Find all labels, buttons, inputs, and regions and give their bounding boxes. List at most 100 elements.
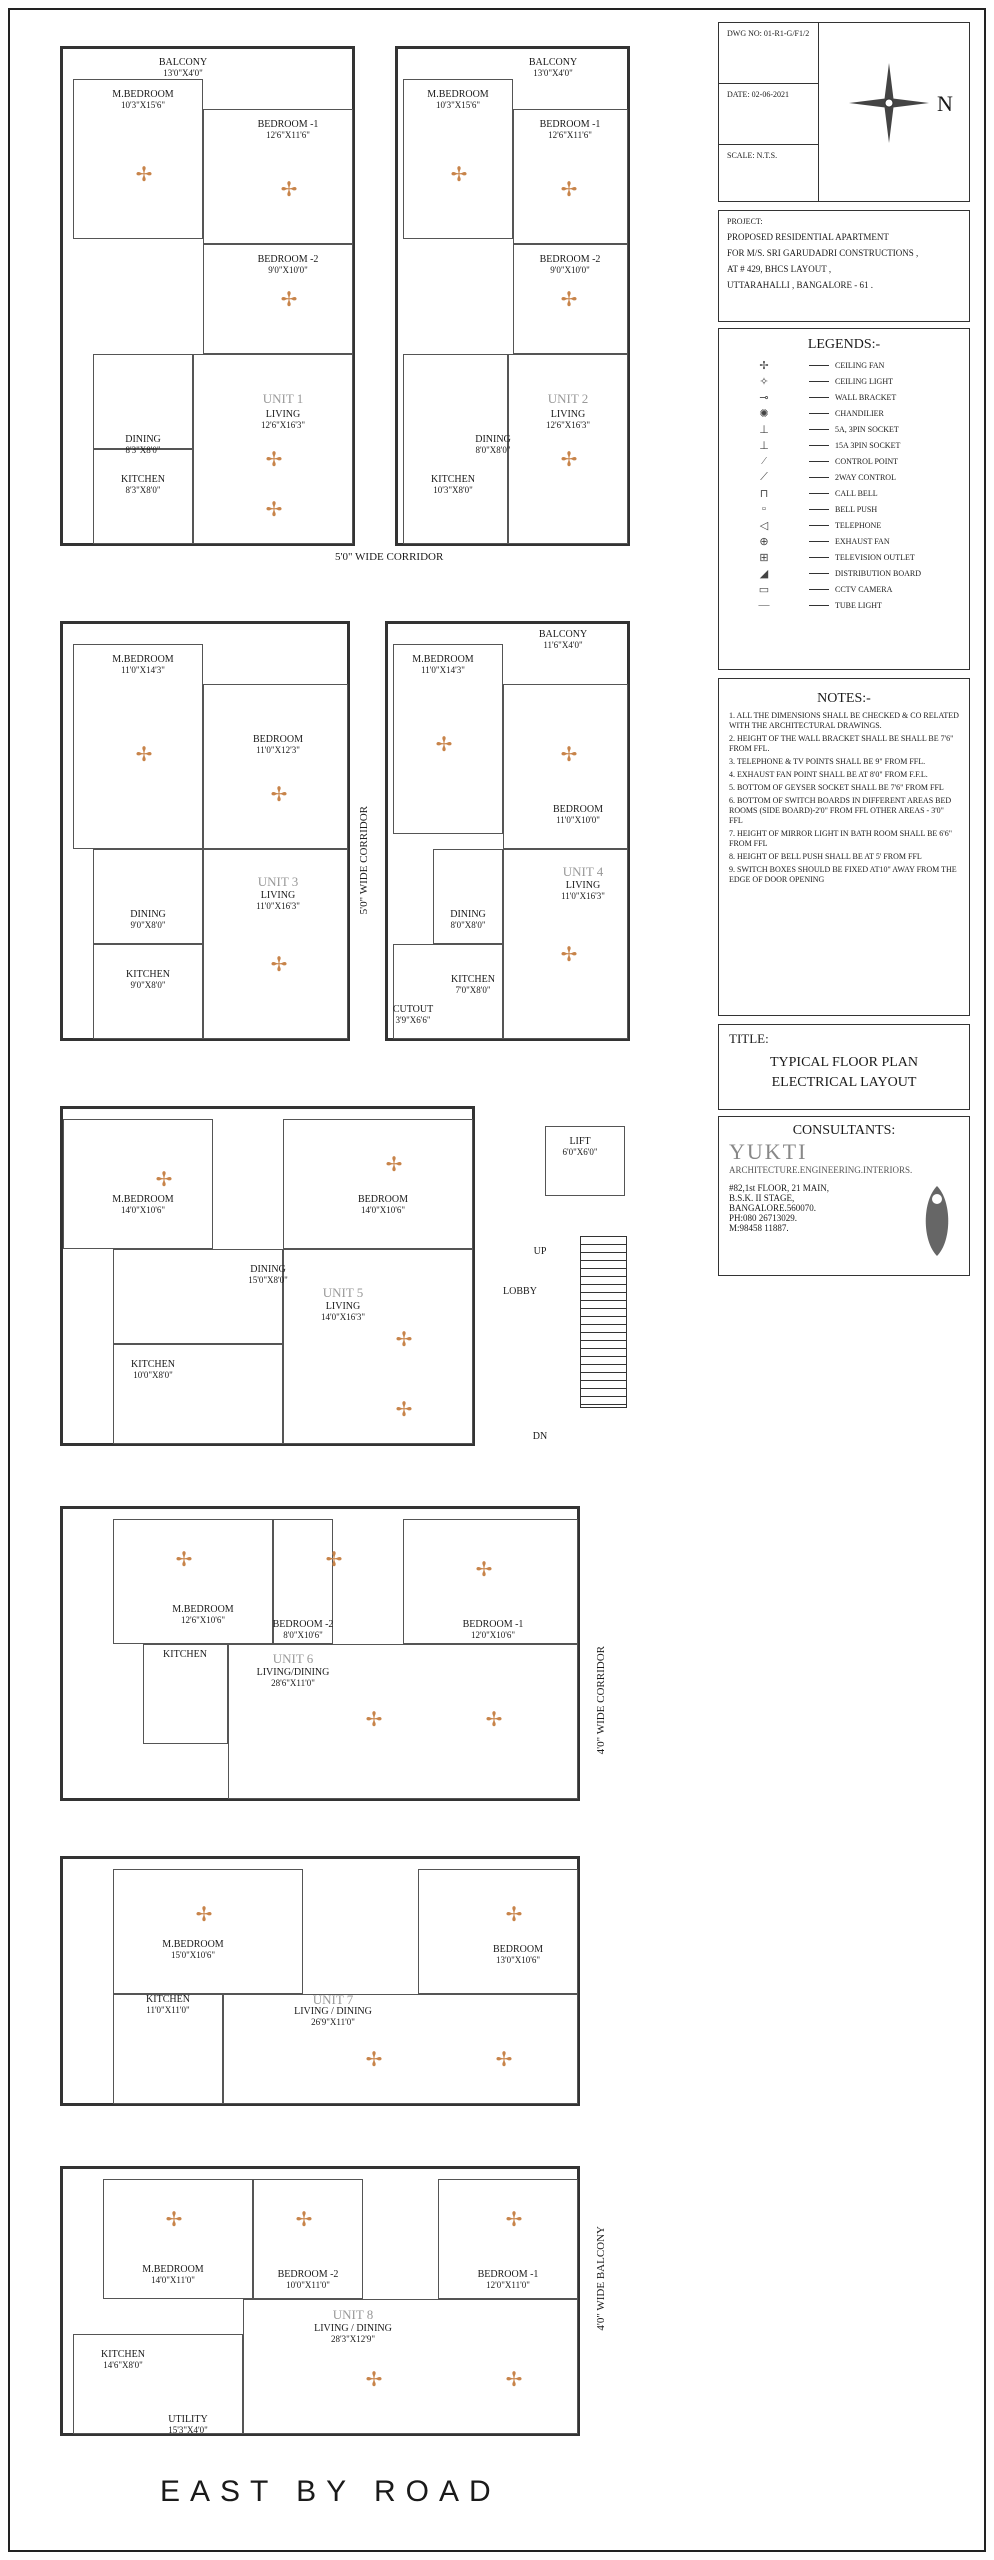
room (513, 109, 628, 244)
legend-leader-line (809, 364, 829, 366)
ceiling-fan-icon: ✢ (495, 2049, 513, 2071)
ceiling-fan-icon: ✢ (325, 1549, 343, 1571)
room (403, 79, 513, 239)
room (513, 244, 628, 354)
note-item: 9. SWITCH BOXES SHOULD BE FIXED AT10" AW… (729, 865, 957, 884)
room (73, 2334, 243, 2434)
room (403, 1519, 578, 1644)
legend-symbol-icon: ⁄ (763, 455, 765, 467)
legend-label: CONTROL POINT (835, 456, 899, 466)
project-line: UTTARAHALLI , BANGALORE - 61 . (727, 280, 874, 290)
room (503, 849, 628, 1039)
legend-symbol-icon: ▭ (758, 583, 770, 596)
address-line: BANGALORE.560070. (729, 1203, 816, 1213)
room (283, 1249, 473, 1444)
room (143, 1644, 228, 1744)
notes-list: 1. ALL THE DIMENSIONS SHALL BE CHECKED &… (729, 711, 959, 885)
legend-label: CEILING LIGHT (835, 376, 893, 386)
note-item: 7. HEIGHT OF MIRROR LIGHT IN BATH ROOM S… (729, 829, 953, 848)
legend-item: ◁TELEPHONE (719, 517, 969, 533)
room (223, 1994, 578, 2104)
legend-leader-line (809, 524, 829, 526)
legend-item: ▭CCTV CAMERA (719, 581, 969, 597)
firm-logo-icon (925, 1186, 949, 1256)
room (203, 684, 348, 849)
legend-symbol-icon: ⊥ (759, 439, 769, 452)
ceiling-fan-icon: ✢ (270, 784, 288, 806)
ceiling-fan-icon: ✢ (560, 179, 578, 201)
legend-item: ✺CHANDILIER (719, 405, 969, 421)
legend-label: 5A, 3PIN SOCKET (835, 424, 899, 434)
phone: PH:080 26713029. (729, 1213, 798, 1223)
unit-label: UNIT 7 (312, 1992, 354, 2007)
room (253, 2179, 363, 2299)
legend-leader-line (809, 556, 829, 558)
room (113, 1869, 303, 1994)
drawing-info-block: DWG NO: 01-R1-G/F1/2 DATE: 02-06-2021 SC… (718, 22, 970, 202)
compass-icon (849, 63, 929, 143)
address-line: B.S.K. II STAGE, (729, 1193, 795, 1203)
room (113, 1994, 223, 2104)
note-item: 2. HEIGHT OF THE WALL BRACKET SHALL BE S… (729, 734, 954, 753)
project-label: PROJECT: (727, 217, 763, 226)
room (393, 944, 503, 1039)
unit-label: UNIT 5 (322, 1285, 364, 1300)
ceiling-fan-icon: ✢ (475, 1559, 493, 1581)
firm-tagline: ARCHITECTURE.ENGINEERING.INTERIORS. (729, 1165, 913, 1175)
legend-item: ⊥15A 3PIN SOCKET (719, 437, 969, 453)
ceiling-fan-icon: ✢ (485, 1709, 503, 1731)
legend-symbol-icon: ⊓ (759, 487, 769, 500)
project-line: FOR M/S. SRI GARUDADRI CONSTRUCTIONS , (727, 248, 919, 258)
legend-symbol-icon: ✧ (759, 375, 769, 388)
project-line: PROPOSED RESIDENTIAL APARTMENT (727, 232, 889, 242)
ceiling-fan-icon: ✢ (505, 1904, 523, 1926)
room (433, 849, 503, 944)
ceiling-fan-icon: ✢ (385, 1154, 403, 1176)
legend-item: ⊸WALL BRACKET (719, 389, 969, 405)
date: DATE: 02-06-2021 (719, 84, 818, 145)
legend-label: TELEPHONE (835, 520, 882, 530)
legend-item: ▫ BELL PUSH (719, 501, 969, 517)
north-arrow: N (819, 23, 969, 201)
room (243, 2299, 578, 2434)
room (203, 244, 353, 354)
firm-name: YUKTI (729, 1139, 808, 1164)
legend-symbol-icon: ▫ (762, 503, 766, 515)
legend-leader-line (809, 412, 829, 414)
legend-leader-line (809, 572, 829, 574)
legend-label: WALL BRACKET (835, 392, 897, 402)
legend-symbol-icon: — (758, 599, 770, 611)
legend-leader-line (809, 444, 829, 446)
ceiling-fan-icon: ✢ (270, 954, 288, 976)
scale: SCALE: N.T.S. (727, 151, 778, 160)
unit-label: UNIT 1 (262, 391, 304, 406)
legend-label: BELL PUSH (835, 504, 878, 514)
title-label: TITLE: (729, 1031, 769, 1046)
road-label: EAST BY ROAD (160, 2475, 501, 2508)
room (113, 1519, 273, 1644)
notes-title: NOTES:- (817, 691, 871, 706)
notes-block: NOTES:- 1. ALL THE DIMENSIONS SHALL BE C… (718, 678, 970, 1016)
ceiling-fan-icon: ✢ (135, 744, 153, 766)
